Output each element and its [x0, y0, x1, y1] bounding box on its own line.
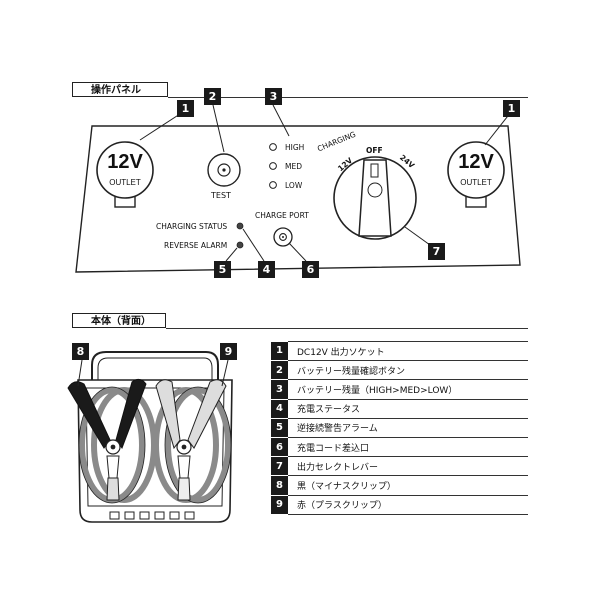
callout-2 [212, 104, 225, 153]
panel-section-title: 操作パネル [72, 82, 168, 97]
red-clip-icon [155, 379, 227, 501]
charging-status-label: CHARGING STATUS [156, 222, 228, 231]
badge-2: 2 [204, 88, 221, 105]
legend-number: 4 [271, 399, 288, 419]
legend-number: 2 [271, 360, 288, 381]
legend-text: 逆接続警告アラーム [288, 418, 528, 438]
led-low-icon [269, 181, 277, 189]
legend-number: 9 [271, 495, 288, 515]
test-label: TEST [211, 191, 231, 200]
outlet-left-voltage: 12V [107, 151, 143, 173]
reverse-alarm-label: REVERSE ALARM [164, 241, 228, 250]
badge-4: 4 [258, 261, 275, 278]
callout-7 [404, 226, 431, 246]
legend-text: 赤（プラスクリップ） [288, 495, 528, 515]
led-reverse-alarm-icon [236, 241, 244, 249]
badge-9: 9 [220, 343, 237, 360]
legend-number: 8 [271, 475, 288, 496]
callout-6 [288, 242, 307, 262]
level-high-label: HIGH [285, 143, 305, 152]
badge-7: 7 [428, 243, 445, 260]
legend-number: 6 [271, 437, 288, 458]
badge-1-left: 1 [177, 100, 194, 117]
rear-body-diagram [67, 351, 233, 523]
legend-text: 充電ステータス [288, 399, 528, 419]
callout-9 [221, 359, 229, 387]
badge-6: 6 [302, 261, 319, 278]
badge-3: 3 [265, 88, 282, 105]
body-section-rule [166, 328, 528, 329]
outlet-right-label: OUTLET [460, 178, 492, 187]
legend-text: 黒（マイナスクリップ） [288, 475, 528, 496]
callout-1-right [484, 111, 512, 146]
legend-text: DC12V 出力ソケット [288, 340, 528, 362]
led-high-icon [269, 143, 277, 151]
black-clip-icon [67, 378, 147, 501]
charge-port-icon [273, 227, 293, 247]
legend-text: バッテリー残量確認ボタン [288, 360, 528, 381]
dial-off: OFF [366, 146, 383, 155]
led-med-icon [269, 162, 277, 170]
test-button-icon [207, 153, 241, 187]
legend-number: 7 [271, 456, 288, 477]
badge-1-right: 1 [503, 100, 520, 117]
legend-number: 5 [271, 418, 288, 438]
callout-1-left [139, 111, 184, 141]
outlet-right-icon [447, 141, 505, 208]
outlet-left-label: OUTLET [109, 178, 141, 187]
badge-8: 8 [72, 343, 89, 360]
legend-text: バッテリー残量（HIGH>MED>LOW） [288, 379, 528, 400]
level-med-label: MED [285, 162, 302, 171]
panel-outline [75, 125, 521, 273]
callout-4 [242, 228, 265, 262]
body-section-title: 本体（背面） [72, 313, 166, 328]
legend-text: 出力セレクトレバー [288, 456, 528, 477]
selector-dial-icon [333, 156, 417, 240]
outlet-right-voltage: 12V [458, 151, 494, 173]
panel-section-rule [168, 97, 528, 98]
level-low-label: LOW [285, 181, 303, 190]
callout-5 [225, 247, 238, 262]
outlet-left-icon [96, 141, 154, 208]
charge-port-label: CHARGE PORT [255, 211, 309, 220]
callout-3 [272, 104, 290, 137]
callout-8 [77, 359, 83, 387]
led-charging-status-icon [236, 222, 244, 230]
badge-5: 5 [214, 261, 231, 278]
legend-number: 3 [271, 379, 288, 400]
legend-text: 充電コード差込口 [288, 437, 528, 458]
legend-number: 1 [271, 341, 288, 362]
